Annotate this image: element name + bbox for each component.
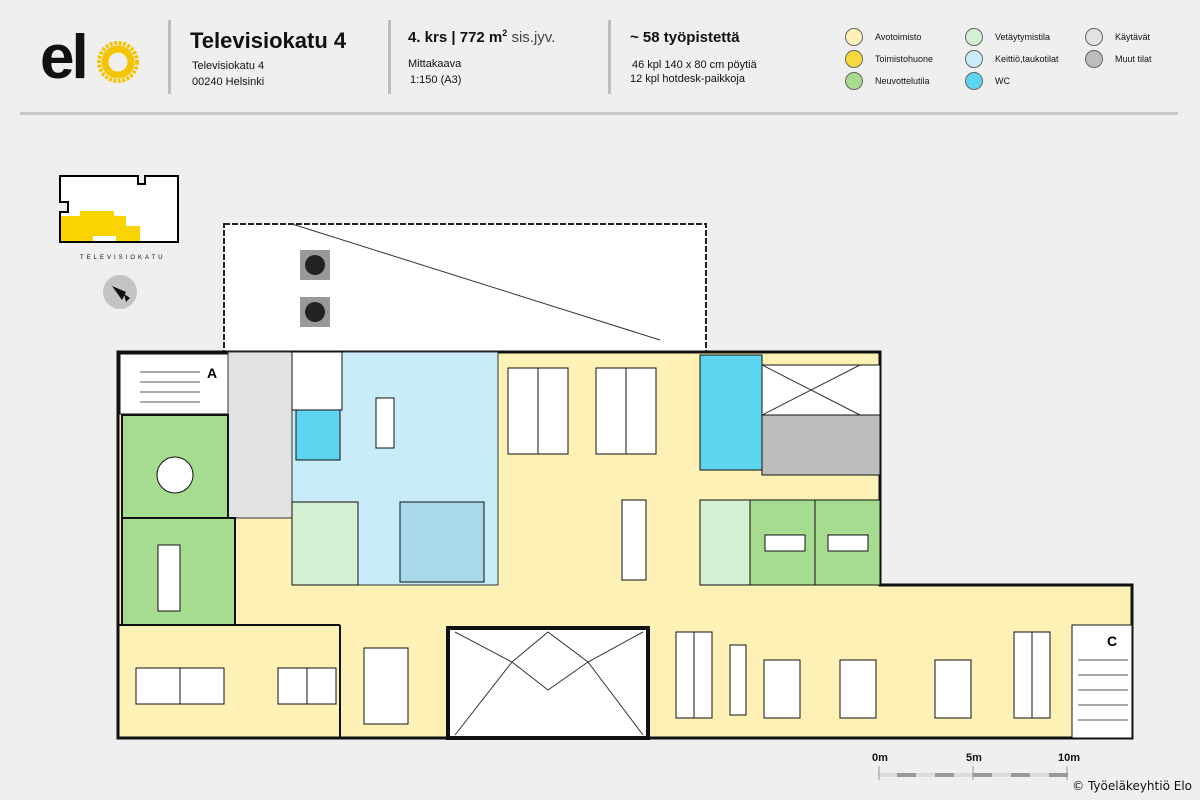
shaft — [761, 364, 881, 416]
divider — [168, 20, 171, 94]
scale-info: Mittakaava 1:150 (A3) — [408, 56, 461, 88]
legend-item: Käytävät — [1085, 28, 1150, 46]
floor-area: 4. krs | 772 m2 sis.jyv. — [408, 28, 555, 46]
legend-item: Keittiö,taukotilat — [965, 50, 1059, 68]
wc — [699, 354, 763, 471]
stair-c-label: C — [1107, 633, 1117, 649]
scale-10: 10m — [1058, 752, 1081, 764]
swatch-icon — [845, 28, 863, 46]
legend-label: Käytävät — [1115, 32, 1151, 42]
table — [156, 456, 194, 494]
swatch-icon — [965, 72, 983, 90]
legend-label: WC — [995, 76, 1010, 86]
legend-label: Neuvottelutila — [875, 76, 930, 86]
legend-item: Avotoimisto — [845, 28, 921, 46]
copyright: © Työeläkeyhtiö Elo — [1072, 779, 1192, 793]
scale-bar — [878, 766, 1068, 780]
address-line2: 00240 Helsinki — [192, 76, 265, 88]
scale-label: Mittakaava — [408, 58, 462, 70]
legend-item: Toimistohuone — [845, 50, 933, 68]
floor-area-value: 4. krs | 772 m — [408, 29, 503, 46]
desk-count: 46 kpl 140 x 80 cm pöytiä — [632, 59, 757, 71]
quiet-room — [699, 499, 751, 586]
divider — [608, 20, 611, 94]
scale-0: 0m — [872, 752, 888, 764]
void-line — [291, 223, 661, 341]
key-map — [59, 175, 179, 243]
swatch-icon — [965, 28, 983, 46]
lounge — [399, 501, 485, 583]
table — [157, 544, 181, 612]
legend-item: Muut tilat — [1085, 50, 1152, 68]
stair-a — [119, 353, 229, 415]
legend-item: Vetäytymistila — [965, 28, 1050, 46]
building-title: Televisiokatu 4 — [190, 28, 347, 53]
street-label: TELEVISIOKATU — [80, 255, 166, 261]
sun-o-icon — [97, 41, 139, 83]
address-line1: Televisiokatu 4 — [192, 60, 265, 72]
area-sup: 2 — [502, 28, 508, 38]
divider — [388, 20, 391, 94]
legend-label: Vetäytymistila — [995, 32, 1051, 42]
logo-e: el — [40, 23, 89, 92]
elevator-lobby — [291, 351, 343, 411]
kitchen-island — [375, 397, 395, 449]
swatch-icon — [845, 50, 863, 68]
stair-a-label: A — [207, 365, 217, 381]
legend-item: WC — [965, 72, 1010, 90]
legend-label: Avotoimisto — [875, 32, 922, 42]
quiet-room — [291, 501, 359, 586]
swatch-icon — [1085, 28, 1103, 46]
corridor — [227, 351, 293, 519]
wc — [295, 409, 341, 461]
elo-logo: el — [40, 23, 139, 92]
swatch-icon — [965, 50, 983, 68]
area-suffix: sis.jyv. — [507, 29, 556, 46]
workstations: ~ 58 työpistettä — [630, 29, 740, 46]
header-divider — [20, 112, 1178, 115]
swatch-icon — [1085, 50, 1103, 68]
scale-5: 5m — [966, 752, 982, 764]
address: Televisiokatu 4 00240 Helsinki — [192, 58, 264, 90]
legend-label: Toimistohuone — [875, 54, 934, 64]
legend-label: Muut tilat — [1115, 54, 1152, 64]
stair-c — [1071, 624, 1133, 739]
hotdesk-count: 12 kpl hotdesk-paikkoja — [630, 73, 745, 85]
desk-info: 46 kpl 140 x 80 cm pöytiä 12 kpl hotdesk… — [630, 58, 757, 86]
upper-void — [223, 223, 707, 353]
swatch-icon — [845, 72, 863, 90]
other-space — [761, 414, 881, 476]
north-arrow-icon — [103, 275, 137, 309]
legend-label: Keittiö,taukotilat — [995, 54, 1059, 64]
scale-value: 1:150 (A3) — [410, 74, 462, 86]
legend-item: Neuvottelutila — [845, 72, 930, 90]
